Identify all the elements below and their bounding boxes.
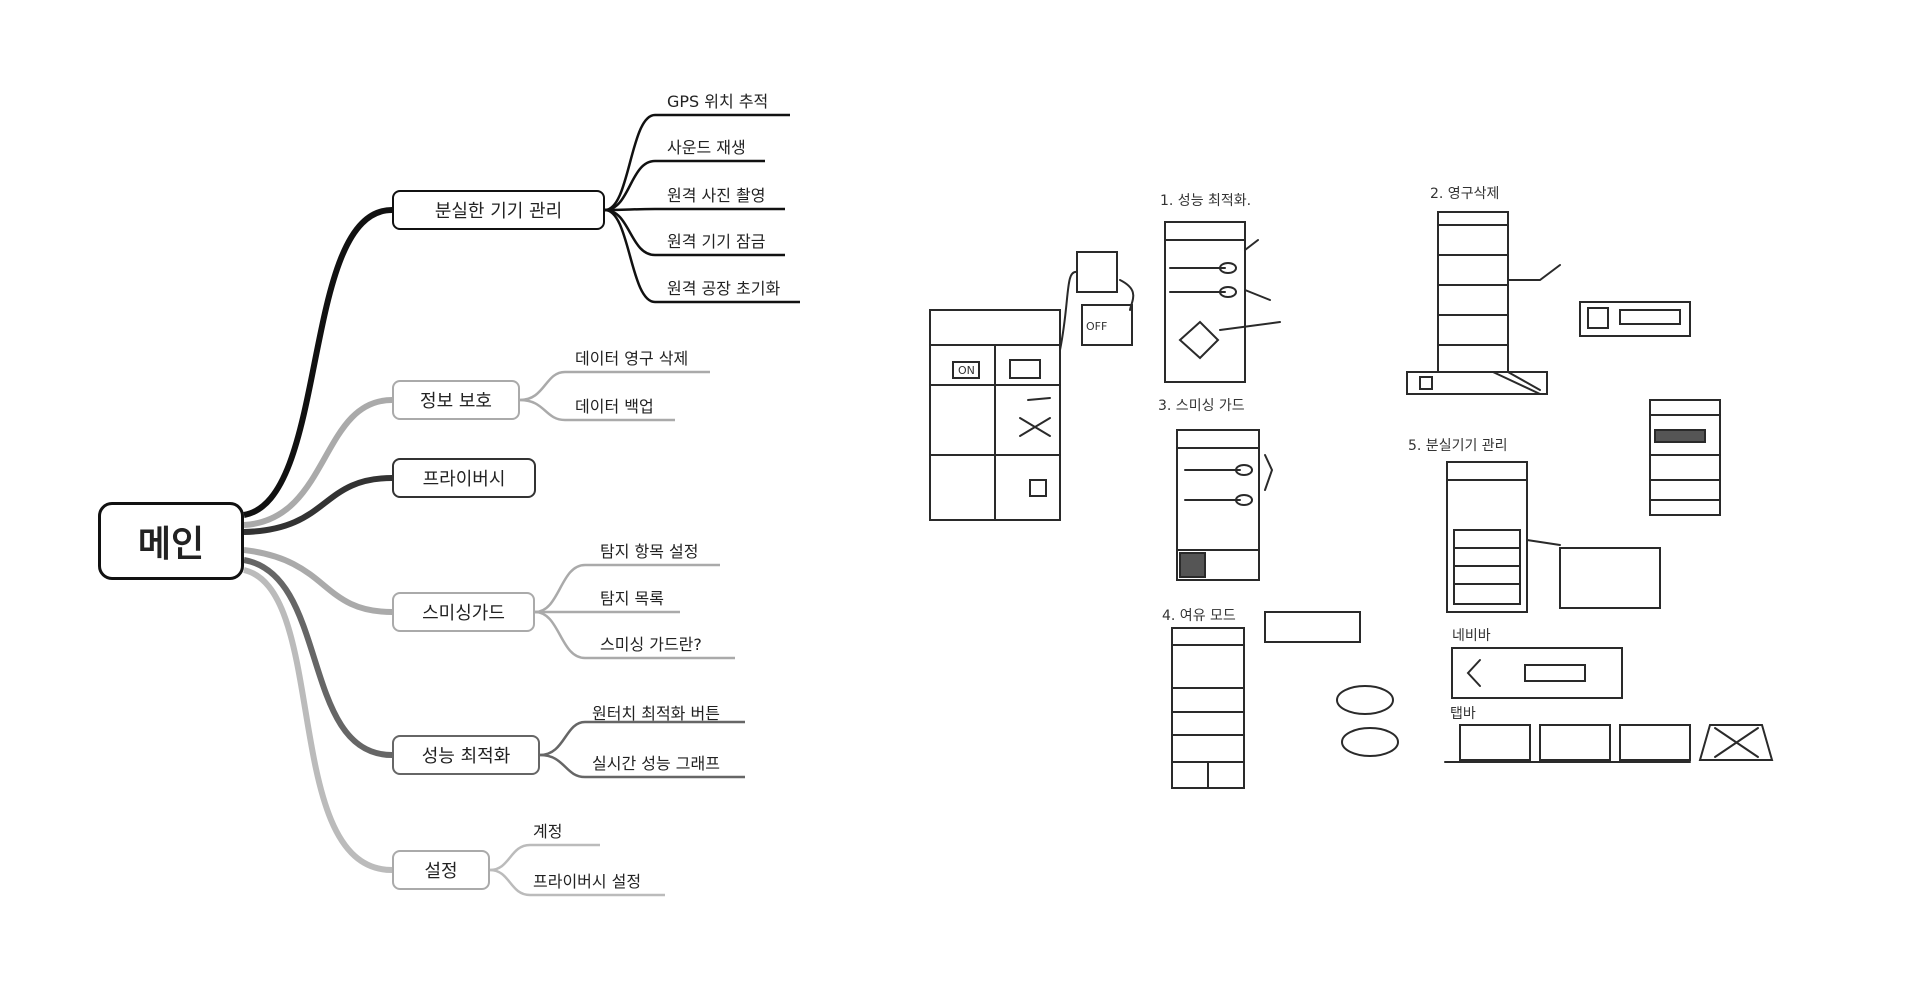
sketch-label-navbar: 네비바	[1452, 628, 1491, 644]
leaf-remote-reset: 원격 공장 초기화	[667, 279, 781, 298]
sketch-label-permanent-delete: 2. 영구삭제	[1430, 186, 1499, 202]
sketch-label-tabbar: 탭바	[1450, 706, 1476, 722]
branch-settings: 설정	[392, 850, 490, 890]
leaf-account: 계정	[533, 822, 563, 841]
branch-privacy: 프라이버시	[392, 458, 536, 498]
leaf-remote-photo: 원격 사진 촬영	[667, 186, 766, 205]
sketch-label-spare-mode: 4. 여유 모드	[1162, 608, 1236, 624]
branch-performance: 성능 최적화	[392, 735, 540, 775]
sketch-off-text: OFF	[1086, 320, 1107, 333]
leaf-data-backup: 데이터 백업	[575, 397, 654, 416]
branch-lost-device: 분실한 기기 관리	[392, 190, 605, 230]
sketch-label-smishing: 3. 스미싱 가드	[1158, 398, 1245, 414]
branch-smishing-guard: 스미싱가드	[392, 592, 535, 632]
leaf-privacy-settings: 프라이버시 설정	[533, 872, 642, 891]
wireframe-sketch-drawing: 1. 성능 최적화. 2. 영구삭제 3. 스미싱 가드 5. 분실기기 관리 …	[929, 186, 1774, 789]
leaf-onetouch-optimize: 원터치 최적화 버튼	[592, 704, 720, 723]
sketch-on-text: ON	[958, 364, 975, 377]
leaf-detect-list: 탐지 목록	[600, 589, 664, 608]
mind-map: 메인 분실한 기기 관리 정보 보호 프라이버시 스미싱가드 성능 최적화 설정…	[0, 0, 840, 990]
mind-map-root: 메인	[98, 502, 244, 580]
leaf-sound-play: 사운드 재생	[667, 138, 746, 157]
sketch-label-performance: 1. 성능 최적화.	[1160, 193, 1251, 209]
leaf-gps-tracking: GPS 위치 추적	[667, 92, 769, 111]
wireframe-sketch: 1. 성능 최적화. 2. 영구삭제 3. 스미싱 가드 5. 분실기기 관리 …	[840, 0, 1920, 990]
mind-map-connectors	[243, 113, 800, 897]
leaf-data-delete: 데이터 영구 삭제	[575, 349, 689, 368]
sketch-label-lost-device: 5. 분실기기 관리	[1408, 438, 1508, 454]
leaf-remote-lock: 원격 기기 잠금	[667, 232, 766, 251]
leaf-realtime-graph: 실시간 성능 그래프	[592, 754, 720, 773]
leaf-detect-settings: 탐지 항목 설정	[600, 542, 699, 561]
branch-info-protection: 정보 보호	[392, 380, 520, 420]
leaf-smishing-about: 스미싱 가드란?	[600, 635, 702, 654]
